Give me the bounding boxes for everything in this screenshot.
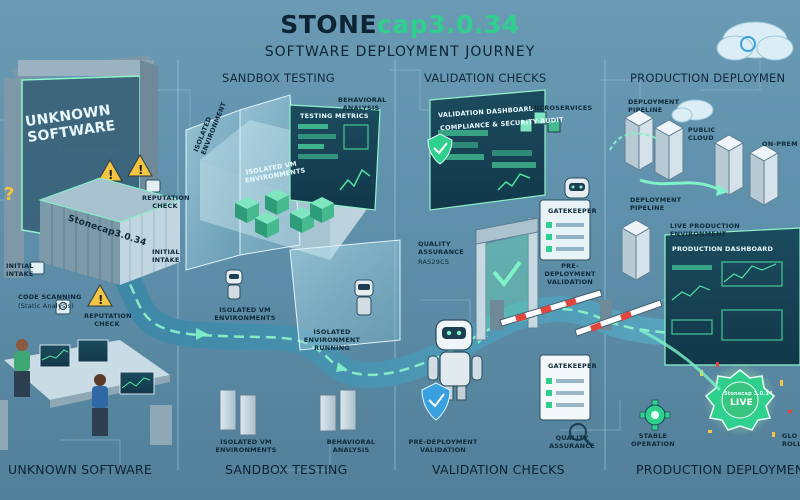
label-live-production: LIVE PRODUCTION ENVIRONMENT (670, 222, 740, 238)
label-initial-intake-top: INITIAL INTAKE (152, 248, 188, 264)
page-title: STONEcap3.0.34 (0, 10, 800, 39)
section-header-production: PRODUCTION DEPLOYMEN (630, 71, 785, 85)
label-production-dashboard: PRODUCTION DASHBOARD (672, 245, 773, 253)
developer-workstation (0, 339, 172, 450)
svg-text:!: ! (108, 168, 113, 182)
testing-metrics-screen (290, 105, 380, 210)
title-version: cap3.0.34 (377, 10, 520, 39)
question-icon: ? (4, 184, 14, 205)
bottom-label-unknown: UNKNOWN SOFTWARE (8, 462, 152, 477)
section-header-validation: VALIDATION CHECKS (424, 71, 546, 85)
bottom-label-production: PRODUCTION DEPLOYMEN (636, 462, 800, 477)
section-header-sandbox: SANDBOX TESTING (222, 71, 335, 85)
label-behavioral-analysis-top: BEHAVIORAL ANALYSIS (338, 96, 384, 112)
label-quality-assurance: QUALITY ASSURANCE (418, 240, 462, 256)
label-public-cloud: PUBLIC CLOUD (688, 126, 722, 142)
label-stable-operation: STABLE OPERATION (628, 432, 678, 448)
label-isolated-vm-mid: ISOLATED VM ENVIRONMENTS (214, 306, 276, 322)
label-gatekeeper-bottom: GATEKEEPER (548, 362, 597, 370)
bottom-label-validation: VALIDATION CHECKS (432, 462, 565, 477)
label-isolated-vm-bottom: ISOLATED VM ENVIRONMENTS (214, 438, 278, 454)
label-initial-intake-left: INITIAL INTAKE (6, 262, 34, 278)
label-deployment-pipeline-mid: DEPLOYMENT PIPELINE (630, 196, 680, 212)
robot-small (355, 280, 373, 315)
robot-badge: AI (448, 342, 456, 350)
label-qa-code: RAS29CS (418, 258, 449, 266)
sandbox-servers (220, 390, 356, 435)
label-pre-deployment-validation: PRE-DEPLOYMENT VALIDATION (540, 262, 600, 286)
label-on-prem: ON-PREM (762, 140, 798, 148)
bottom-label-sandbox: SANDBOX TESTING (225, 462, 347, 477)
label-global-rollout: GLO ROLL (782, 432, 800, 448)
label-static-analysis: (Static Analysis) (18, 302, 74, 310)
label-quality-assurance-bottom: QUALITY ASSURANCE (548, 434, 596, 450)
live-badge-caption: Stonecap 3.0.34 (724, 391, 773, 397)
title-product: STONE (280, 10, 377, 39)
live-badge-label: LIVE (730, 398, 753, 408)
label-microservices: MICROSERVICES (530, 104, 592, 112)
page-subtitle: SOFTWARE DEPLOYMENT JOURNEY (0, 44, 800, 60)
svg-text:!: ! (138, 163, 143, 177)
label-isolated-env-running: ISOLATED ENVIRONMENT RUNNING (302, 328, 362, 352)
gear-icon (640, 400, 670, 430)
shield-icon (422, 383, 450, 420)
label-gatekeeper-top: GATEKEEPER (548, 207, 597, 215)
label-testing-metrics: TESTING METRICS (300, 112, 369, 120)
pipeline-flow (640, 180, 720, 190)
label-behavioral-analysis-bottom: BEHAVIORAL ANALYSIS (324, 438, 378, 454)
robot-gatekeeper (565, 178, 589, 198)
label-reputation-check-bottom: REPUTATION CHECK (84, 312, 130, 328)
label-code-scanning: CODE SCANNING (18, 293, 82, 301)
label-pre-deployment-bottom: PRE-DEPLOYMENT VALIDATION (408, 438, 478, 454)
svg-text:!: ! (98, 293, 103, 307)
reputation-icon (146, 180, 160, 192)
label-reputation-check-top: REPUTATION CHECK (142, 194, 188, 210)
label-deployment-pipeline-top: DEPLOYMENT PIPELINE (628, 98, 676, 114)
robot-small (226, 270, 242, 299)
